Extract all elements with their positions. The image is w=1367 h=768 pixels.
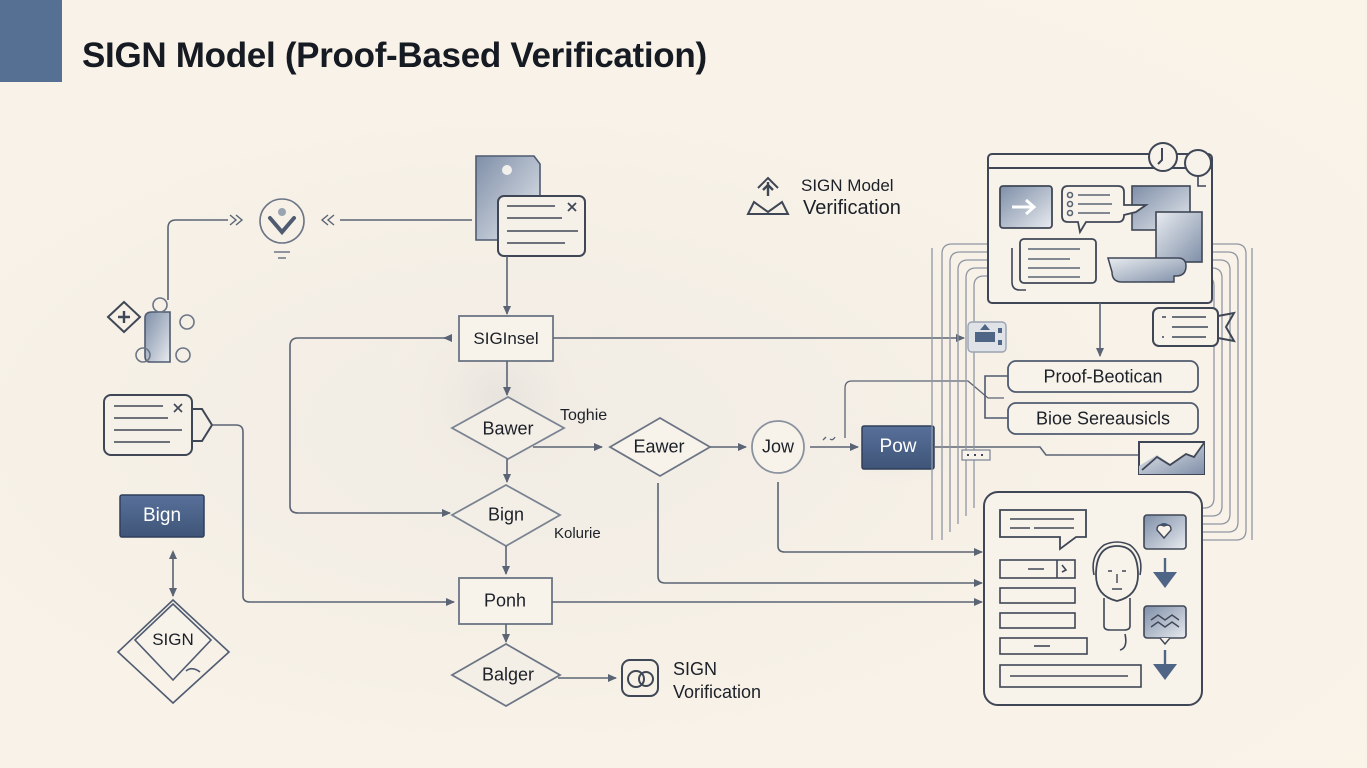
loop-connector-left	[289, 337, 451, 517]
legend-bottom-line1: SIGN	[673, 659, 718, 679]
option-bioe-box[interactable]	[1007, 402, 1199, 435]
clock-icon	[1148, 142, 1212, 187]
legend-bottom-line2: Vorification	[673, 682, 762, 702]
node-bawer-diamond	[450, 395, 566, 461]
node-jow-label[interactable]: Jow	[761, 436, 795, 457]
connector-jow-to-profile	[777, 482, 983, 556]
wave-badge-icon	[1143, 605, 1187, 646]
slide-title: SIGN Model (Proof-Based Verification)	[82, 36, 707, 75]
option-proof-label[interactable]: Proof-Beotican	[1043, 366, 1163, 387]
node-jow-circle	[751, 420, 805, 474]
option-bioe-label[interactable]: Bioe Sereausicls	[1035, 408, 1171, 429]
document-stack-icon	[475, 155, 586, 257]
options-bracket	[984, 375, 1008, 419]
accent-block	[0, 0, 62, 82]
node-siginsel-box	[458, 315, 554, 362]
arrow-down-icon	[1153, 650, 1177, 680]
node-sign-diamond-label[interactable]: SIGN	[152, 630, 194, 649]
chat-bubble-icon	[1152, 307, 1236, 347]
bawer-note: Toghie	[560, 407, 608, 424]
node-eawer-label[interactable]: Eawer	[633, 436, 685, 457]
node-ponh-label[interactable]: Ponh	[483, 590, 527, 611]
node-balger-diamond	[450, 642, 562, 708]
connector-pow-to-options	[822, 380, 1004, 441]
message-card-icon	[103, 394, 214, 456]
node-bign-diamond-label[interactable]: Bign	[487, 504, 525, 525]
node-siginsel-label[interactable]: SIGInsel	[473, 329, 539, 348]
heart-badge-icon	[1143, 514, 1187, 550]
link-rings-icon	[621, 659, 659, 697]
node-bign-box-label[interactable]: Bign	[142, 505, 182, 526]
node-balger-label[interactable]: Balger	[481, 664, 535, 685]
face-icon	[1092, 541, 1142, 651]
legend-top-line1: SIGN Model	[801, 176, 894, 195]
node-ponh-box	[458, 577, 553, 625]
connector-pow-to-chart	[934, 446, 1138, 456]
connector-user-to-check	[167, 214, 472, 300]
nested-frame-lines	[931, 243, 1253, 541]
node-pow-label[interactable]: Pow	[879, 436, 917, 457]
arrow-down-icon	[1153, 558, 1177, 588]
node-cluster-icon	[967, 321, 1007, 353]
node-bign-diamond	[450, 483, 562, 548]
connector-card-to-ponh	[212, 424, 455, 606]
trend-chart-icon	[1138, 441, 1205, 475]
bign-note: Kolurie	[554, 525, 601, 542]
node-bign-box	[119, 494, 205, 538]
checkmark-circle-icon	[259, 198, 305, 259]
envelope-upload-icon	[746, 176, 790, 215]
legend-top-line2: Verification	[803, 197, 901, 219]
option-proof-box[interactable]	[1007, 360, 1199, 393]
node-sign-diamond	[116, 598, 231, 705]
user-network-icon	[106, 297, 195, 363]
window-dashboard-icon	[987, 153, 1213, 304]
connector-eawer-to-profile	[657, 483, 983, 587]
node-bawer-label[interactable]: Bawer	[482, 418, 534, 439]
